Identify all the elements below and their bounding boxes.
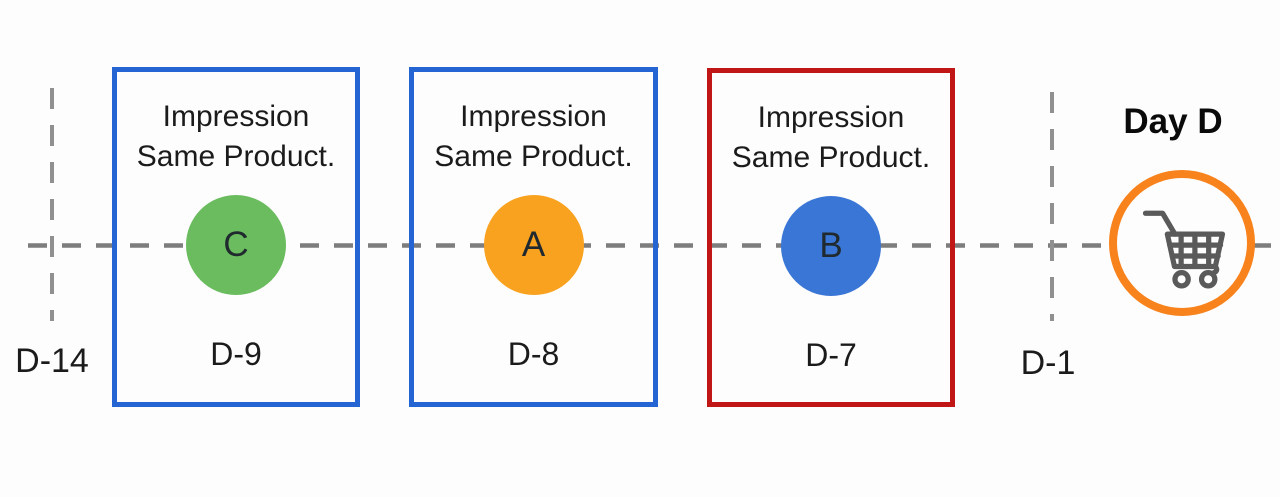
- product-circle-a: A: [483, 195, 584, 295]
- impression-title-line1: Impression: [162, 100, 310, 133]
- shopping-cart-icon: [1142, 210, 1226, 289]
- product-circle-b: B: [781, 196, 881, 296]
- label-day-d: Day D: [1123, 102, 1223, 141]
- impression-box-d9: Impression Same Product. C D-9: [112, 67, 360, 407]
- impression-title-line1: Impression: [757, 101, 905, 134]
- impression-box-d8: Impression Same Product. A D-8: [409, 67, 658, 407]
- impression-box-title: Impression Same Product.: [414, 97, 653, 177]
- product-letter: C: [223, 225, 249, 264]
- purchase-day-ring: [1109, 170, 1255, 316]
- impression-box-d7: Impression Same Product. B D-7: [707, 68, 955, 407]
- product-letter: A: [521, 225, 546, 264]
- product-circle-c: C: [186, 195, 286, 295]
- impression-title-line1: Impression: [460, 100, 607, 133]
- impression-title-line2: Same Product.: [136, 140, 336, 173]
- impression-box-title: Impression Same Product.: [117, 97, 355, 177]
- day-label-d8: D-8: [507, 336, 560, 372]
- label-d14: D-14: [15, 342, 89, 380]
- impression-title-line2: Same Product.: [731, 141, 931, 174]
- impression-title-line2: Same Product.: [434, 140, 633, 173]
- day-label-d7: D-7: [805, 337, 857, 373]
- day-label-d9: D-9: [210, 336, 262, 372]
- impression-box-title: Impression Same Product.: [712, 98, 950, 178]
- label-d1: D-1: [1020, 344, 1076, 382]
- product-letter: B: [819, 226, 843, 265]
